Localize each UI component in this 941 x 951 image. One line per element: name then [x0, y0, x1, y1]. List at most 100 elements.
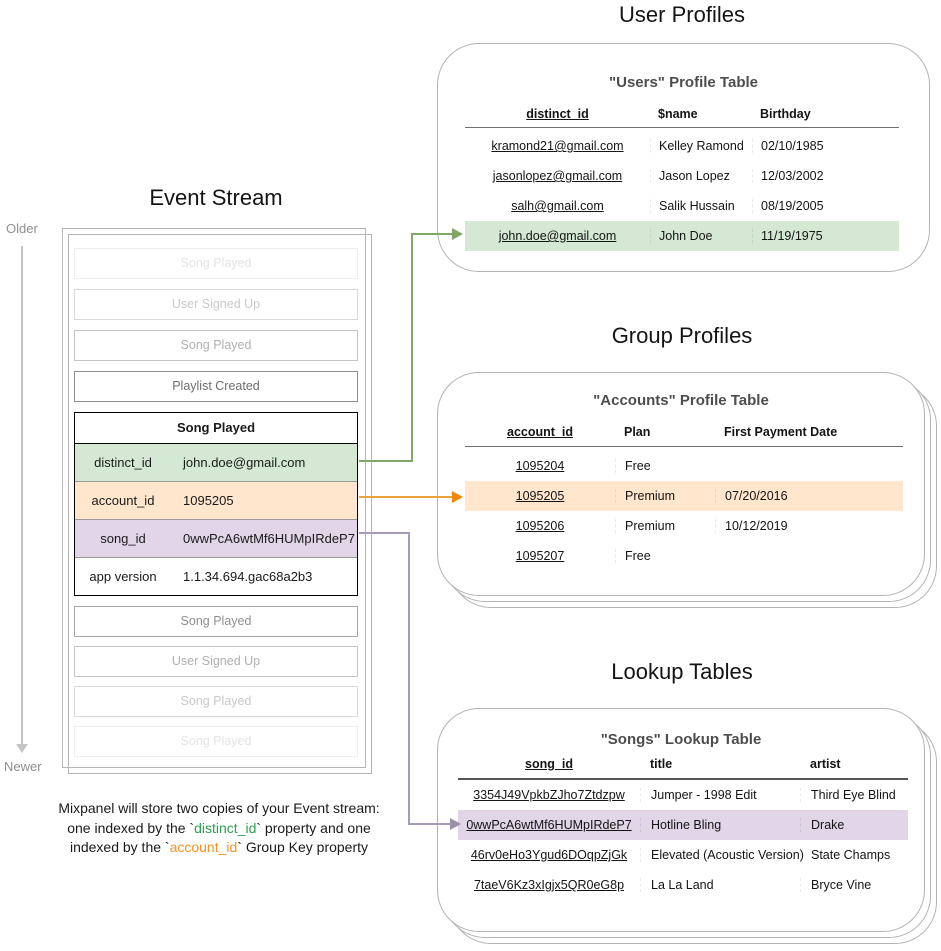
song-id-connector-segment: [410, 823, 450, 825]
caption-line: one indexed by the `distinct_id` propert…: [23, 819, 415, 839]
table-cell: 1095206: [515, 519, 565, 533]
column-header: distinct_id: [526, 106, 589, 121]
distinct-id-arrowhead-icon: [452, 228, 463, 240]
column-header: Birthday: [760, 106, 811, 121]
event-property-value: 1095205: [183, 493, 234, 508]
table-cell: Salik Hussain: [650, 199, 752, 213]
song-id-connector-segment: [408, 532, 410, 825]
column-header: First Payment Date: [724, 425, 838, 439]
table-cell: 0wwPcA6wtMf6HUMpIRdeP7: [466, 818, 632, 832]
group-profiles-title: Group Profiles: [611, 323, 753, 348]
table-cell: Hotline Bling: [640, 818, 800, 832]
table-cell: Drake: [800, 818, 908, 832]
caption-segment: indexed by the `: [69, 839, 170, 856]
event-property-key: song_id: [100, 531, 146, 546]
caption-segment: distinct_id: [194, 819, 257, 836]
distinct-id-connector-segment: [411, 233, 413, 462]
table-cell: Free: [615, 459, 715, 473]
songs-table-title: "Songs" Lookup Table: [600, 731, 762, 748]
table-row: 3354J49VpkbZJho7Ztdzpw Jumper - 1998 Edit…: [458, 780, 908, 810]
table-cell: 02/10/1985: [752, 139, 899, 153]
caption-segment: account_id: [169, 839, 238, 856]
newer-label: Newer: [4, 759, 42, 774]
table-cell: Third Eye Blind: [800, 788, 908, 802]
event-property-key: account_id: [91, 493, 155, 508]
table-cell: 08/19/2005: [752, 199, 899, 213]
timeline-arrow-down-icon: [16, 744, 28, 753]
accounts-table-title: "Accounts" Profile Table: [593, 392, 769, 409]
table-cell: State Champs: [800, 848, 908, 862]
table-cell: La La Land: [640, 878, 800, 892]
event-item-faded: Playlist Created: [74, 371, 358, 402]
timeline-line: [21, 246, 23, 744]
table-cell: Premium: [615, 519, 715, 533]
table-cell: jasonlopez@gmail.com: [492, 169, 623, 183]
event-property-row: song_id 0wwPcA6wtMf6HUMpIRdeP7: [75, 519, 357, 557]
table-cell: Jumper - 1998 Edit: [640, 788, 800, 802]
table-cell: Elevated (Acoustic Version): [640, 848, 804, 862]
table-cell: 7taeV6Kz3xIgjx5QR0eG8p: [473, 878, 625, 892]
table-cell: 3354J49VpkbZJho7Ztdzpw: [473, 788, 625, 802]
table-cell: Premium: [615, 489, 715, 503]
event-item-faded: Song Played: [74, 726, 358, 757]
event-item-faded: Song Played: [74, 248, 358, 279]
table-cell: kramond21@gmail.com: [491, 139, 624, 153]
table-cell: 12/03/2002: [752, 169, 899, 183]
event-stream-stack-layer: [68, 234, 372, 774]
event-item-faded: User Signed Up: [74, 646, 358, 677]
song-id-connector-segment: [359, 532, 410, 534]
table-row: 1095204 Free: [465, 451, 903, 481]
column-header: artist: [810, 757, 841, 771]
table-body: 3354J49VpkbZJho7Ztdzpw Jumper - 1998 Edit…: [458, 780, 908, 900]
event-property-key: app version: [89, 569, 157, 584]
column-header: title: [650, 757, 673, 771]
songs-table: song_id title artist 3354J49VpkbZJho7Ztdzpw…: [458, 750, 908, 900]
event-property-row: app version 1.1.34.694.gac68a2b3: [75, 557, 357, 595]
expanded-event-title: Song Played: [75, 413, 357, 444]
table-cell: Free: [615, 549, 715, 563]
table-cell: 11/19/1975: [752, 229, 899, 243]
event-property-key: distinct_id: [94, 455, 152, 470]
distinct-id-connector-segment: [359, 460, 413, 462]
table-cell: Jason Lopez: [650, 169, 752, 183]
table-cell: 07/20/2016: [715, 489, 903, 503]
users-table-title: "Users" Profile Table: [609, 74, 758, 91]
table-cell: 10/12/2019: [715, 519, 903, 533]
table-header-row: song_id title artist: [458, 750, 908, 780]
lookup-tables-title: Lookup Tables: [611, 659, 753, 684]
caption-segment: ` property and one: [256, 819, 371, 836]
table-header-row: distinct_id $name Birthday: [465, 100, 899, 128]
event-property-value: 1.1.34.694.gac68a2b3: [183, 569, 313, 584]
table-cell: 1095207: [515, 549, 565, 563]
caption-line: Mixpanel will store two copies of your E…: [23, 799, 415, 819]
column-header: $name: [658, 106, 698, 121]
caption-line: indexed by the `account_id` Group Key pr…: [23, 838, 415, 858]
account-id-arrowhead-icon: [452, 491, 463, 503]
table-cell: 46rv0eHo3Ygud6DOqpZjGk: [470, 848, 628, 862]
table-cell: 1095204: [515, 459, 565, 473]
older-label: Older: [6, 221, 38, 236]
table-row: 1095207 Free: [465, 541, 903, 571]
distinct-id-connector-segment: [413, 233, 452, 235]
caption-segment: one indexed by the `: [67, 819, 195, 836]
event-item-faded: Song Played: [74, 606, 358, 637]
column-header: account_id: [507, 425, 573, 439]
event-property-value: 0wwPcA6wtMf6HUMpIRdeP7: [183, 531, 355, 546]
table-cell: 1095205: [515, 489, 565, 503]
column-header: song_id: [525, 757, 573, 771]
event-item-faded: Song Played: [74, 686, 358, 717]
